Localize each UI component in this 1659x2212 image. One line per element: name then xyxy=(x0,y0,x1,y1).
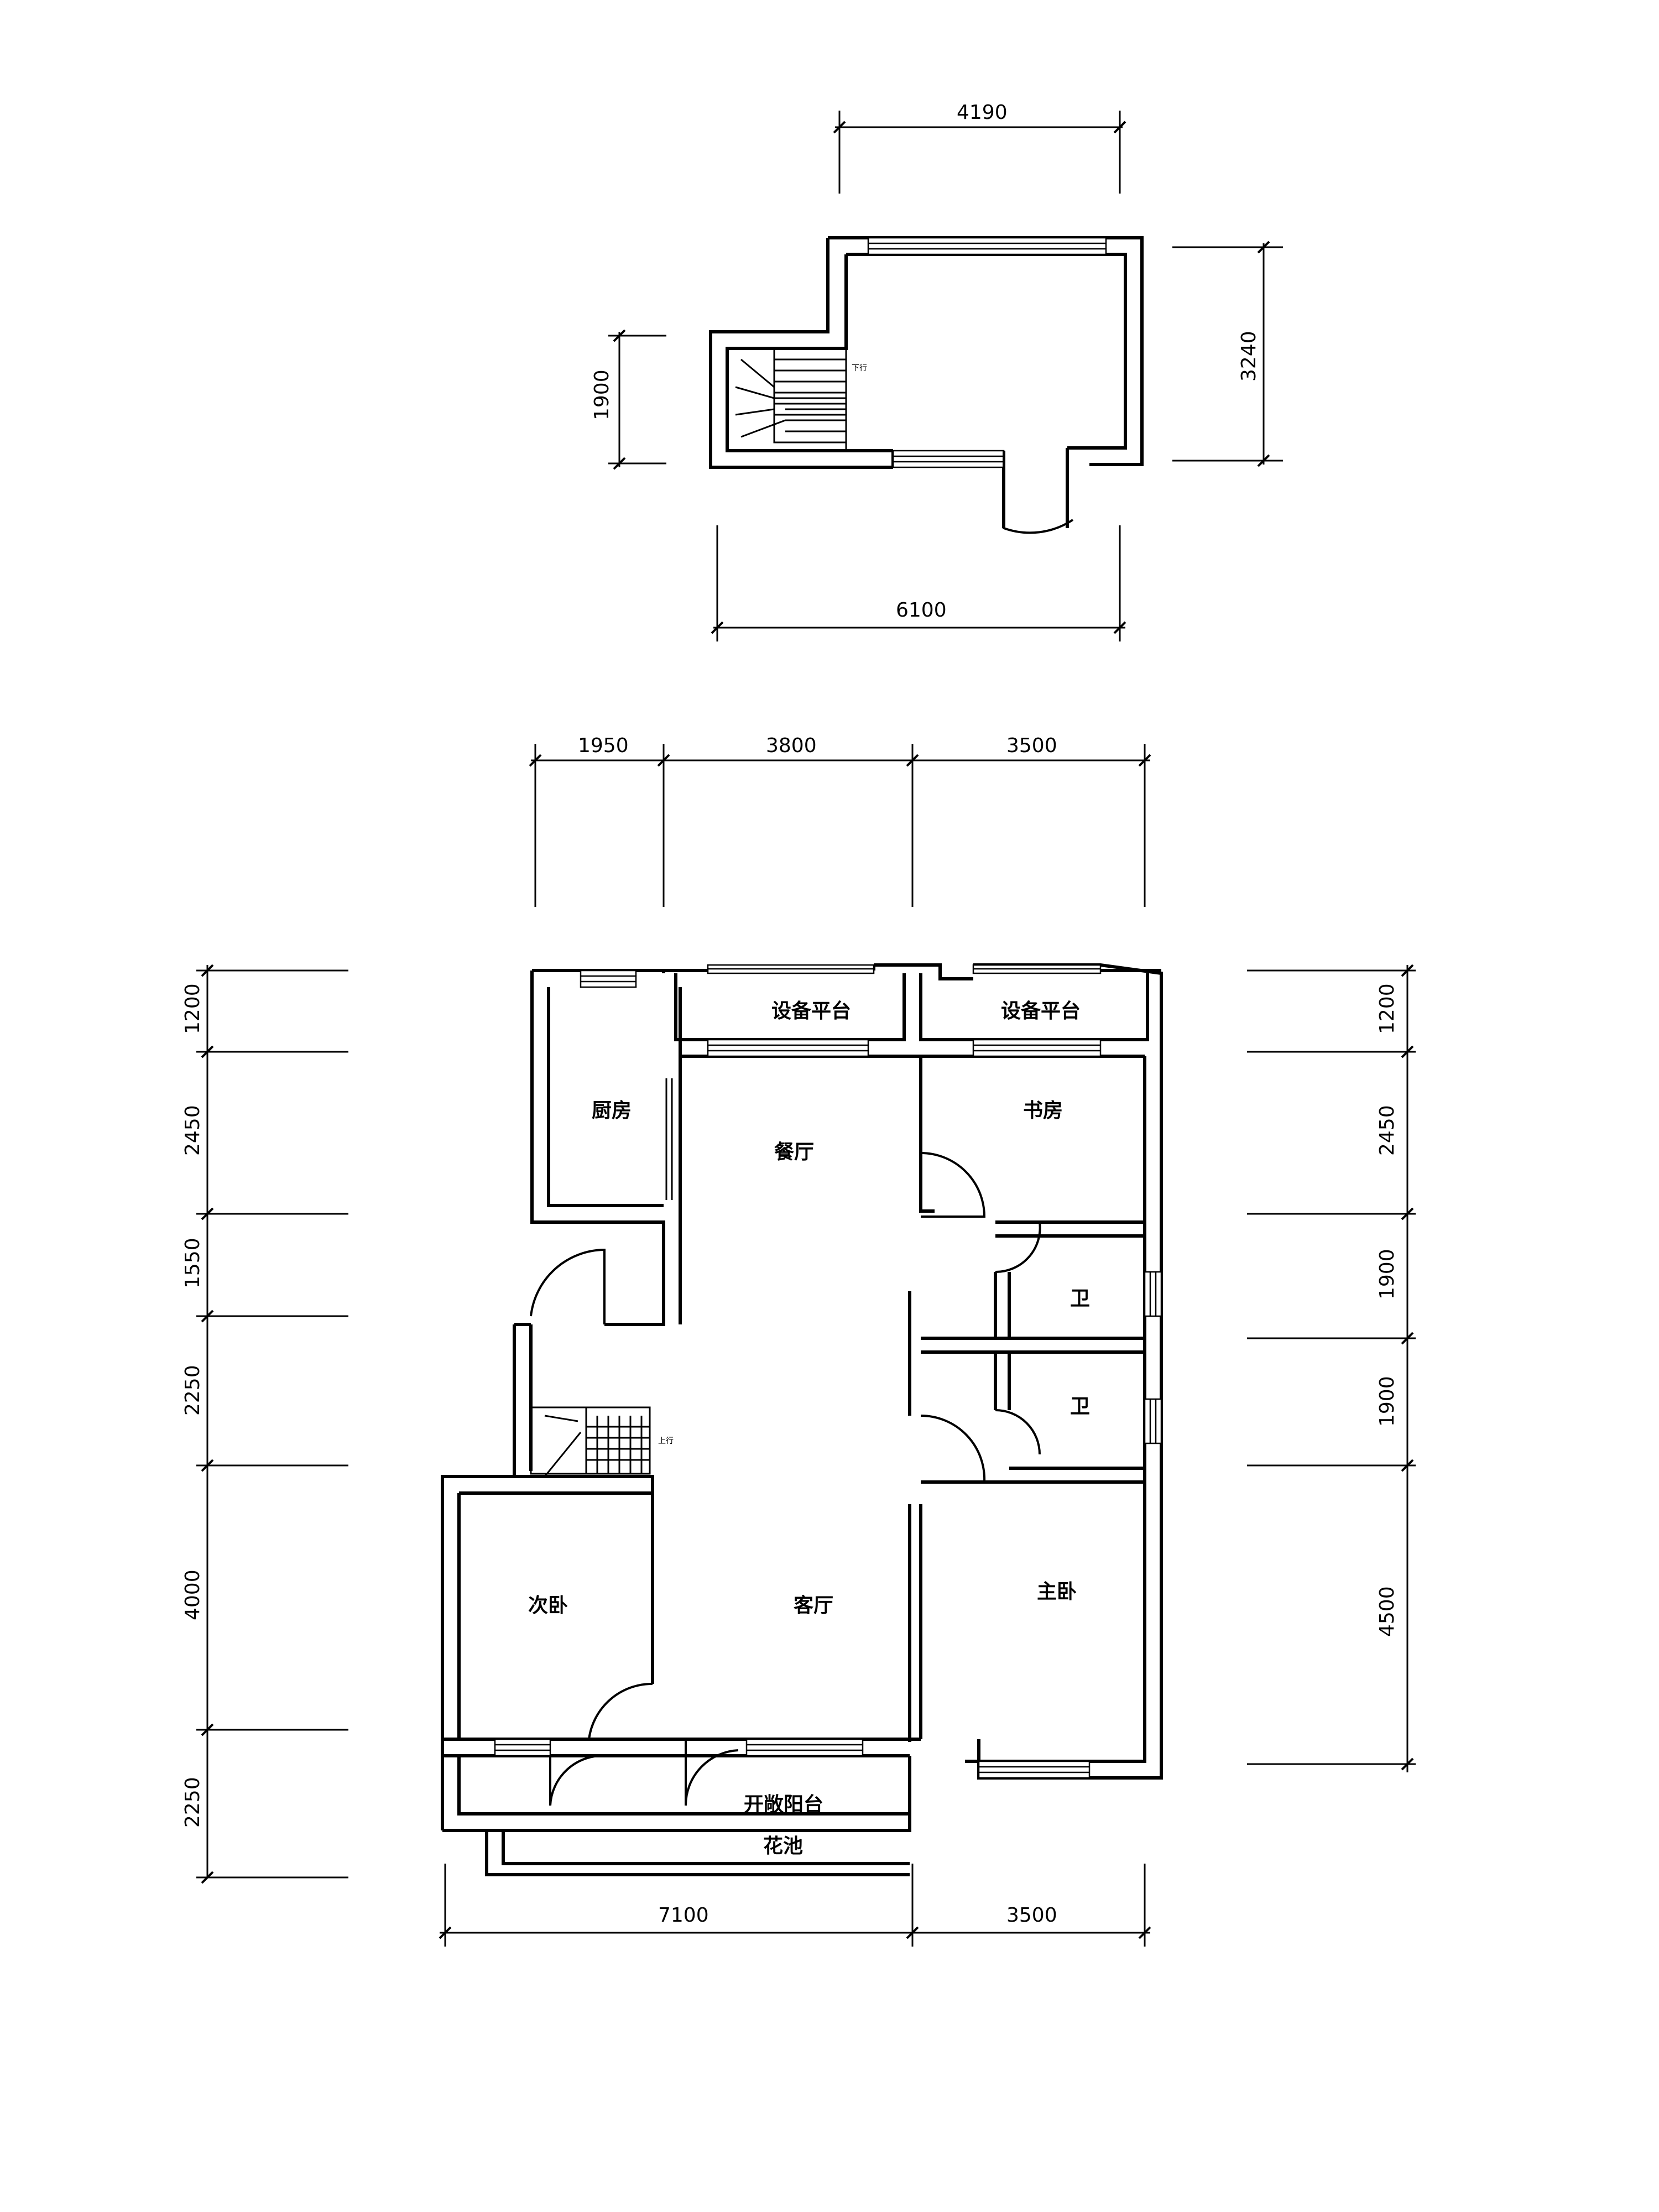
lower-dim-left-1: 1200 xyxy=(181,983,204,1034)
upper-door-swing xyxy=(1003,451,1074,534)
room-planter: 花池 xyxy=(763,1835,803,1858)
lower-dim-right-3: 1900 xyxy=(1376,1249,1399,1300)
room-master-bedroom: 主卧 xyxy=(1037,1580,1077,1603)
upper-dim-bottom: 6100 xyxy=(711,525,1126,641)
room-equip-platform-2: 设备平台 xyxy=(1001,1000,1081,1022)
lower-dim-left-4: 2250 xyxy=(181,1365,204,1416)
lower-dim-top: 1950 3800 3500 xyxy=(529,734,1151,907)
lower-dim-left-2: 2450 xyxy=(181,1105,204,1156)
upper-dim-right: 3240 xyxy=(1172,241,1283,467)
upper-stair xyxy=(726,347,847,452)
room-second-bedroom: 次卧 xyxy=(528,1594,568,1617)
lower-dim-bottom: 7100 3500 xyxy=(439,1864,1151,1947)
lower-dim-right: 1200 2450 1900 1900 4500 xyxy=(1247,964,1416,1772)
lower-stair-note: 上行 xyxy=(658,1437,674,1446)
room-labels: 设备平台 设备平台 厨房 餐厅 书房 卫 卫 次卧 客厅 主卧 开敞阳台 花池 xyxy=(528,1000,1090,1858)
upper-top-window xyxy=(867,237,1107,255)
upper-dim-right-label: 3240 xyxy=(1238,331,1260,382)
room-bath-1: 卫 xyxy=(1070,1287,1090,1310)
room-dining: 餐厅 xyxy=(774,1141,814,1164)
lower-dim-top-1: 1950 xyxy=(578,734,629,757)
room-bath-2: 卫 xyxy=(1070,1395,1090,1418)
lower-doors xyxy=(530,1152,1041,1806)
lower-floor-plan: 上行 设备平台 设备平台 厨房 餐厅 书房 卫 卫 次卧 客厅 主卧 开敞阳台 … xyxy=(181,734,1416,1947)
room-kitchen: 厨房 xyxy=(592,1099,632,1122)
lower-dim-top-3: 3500 xyxy=(1006,734,1057,757)
lower-dim-right-4: 1900 xyxy=(1376,1376,1399,1427)
upper-dim-top-label: 4190 xyxy=(957,101,1008,124)
lower-dim-right-5: 4500 xyxy=(1376,1586,1399,1637)
upper-walls xyxy=(709,236,1144,528)
lower-dim-right-2: 2450 xyxy=(1376,1105,1399,1156)
upper-stair-note: 下行 xyxy=(852,364,867,373)
upper-floor-plan: 下行 4190 6100 1900 xyxy=(591,101,1283,641)
upper-dim-left-label: 1900 xyxy=(591,369,613,420)
lower-windows xyxy=(494,964,1162,1779)
upper-dim-bottom-label: 6100 xyxy=(896,599,947,622)
lower-dim-left-6: 2250 xyxy=(181,1777,204,1828)
lower-dim-left: 1200 2450 1550 2250 4000 2250 xyxy=(181,964,348,1884)
room-balcony: 开敞阳台 xyxy=(744,1793,823,1816)
upper-dim-top: 4190 xyxy=(833,101,1126,194)
room-living: 客厅 xyxy=(794,1594,833,1617)
lower-dim-bottom-1: 7100 xyxy=(658,1904,709,1927)
upper-bottom-window xyxy=(892,450,1005,468)
upper-dim-left: 1900 xyxy=(591,329,666,470)
lower-dim-left-3: 1550 xyxy=(181,1238,204,1288)
room-equip-platform-1: 设备平台 xyxy=(771,1000,851,1022)
lower-dim-left-5: 4000 xyxy=(181,1569,204,1620)
lower-dim-right-1: 1200 xyxy=(1376,983,1399,1034)
lower-dim-top-2: 3800 xyxy=(766,734,817,757)
room-study: 书房 xyxy=(1023,1099,1063,1122)
lower-stair xyxy=(530,1406,651,1475)
lower-dim-bottom-2: 3500 xyxy=(1006,1904,1057,1927)
